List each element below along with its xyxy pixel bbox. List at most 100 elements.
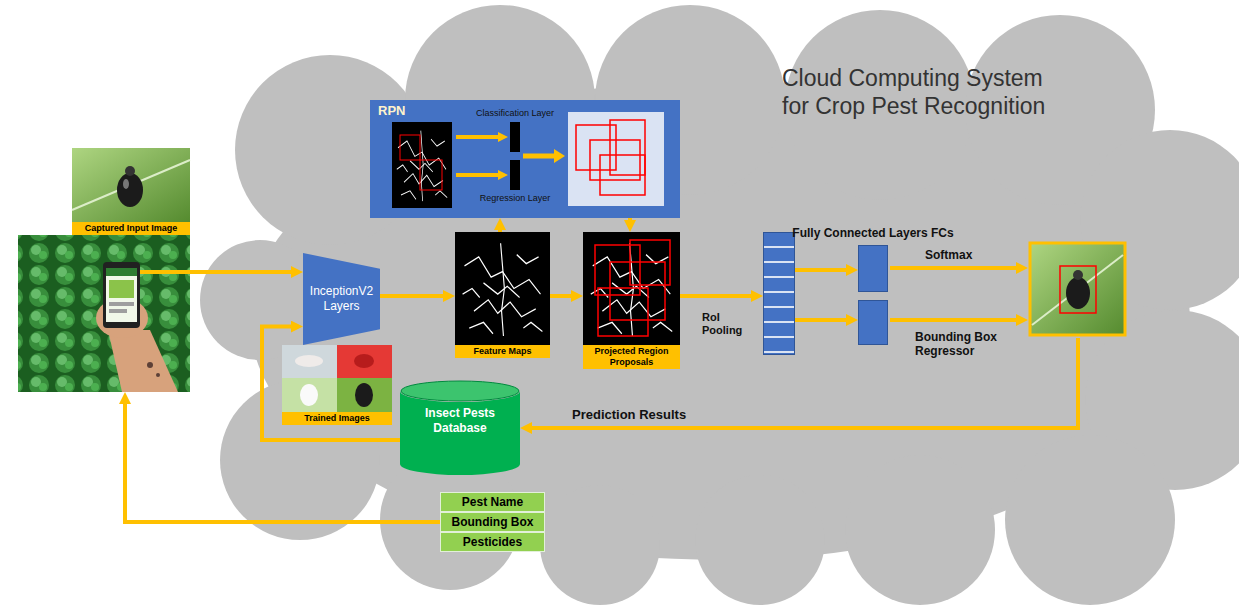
rpn-illustration-part bbox=[568, 112, 664, 206]
image-node: Feature Maps bbox=[455, 232, 550, 358]
phone-photo-part bbox=[106, 268, 137, 322]
layer-label: Classification Layer bbox=[460, 108, 570, 119]
region-proposal-image-part bbox=[610, 262, 665, 320]
captured-photo-part bbox=[72, 148, 190, 222]
image-node: Captured Input Image bbox=[72, 148, 190, 235]
rpn-illustration-part bbox=[498, 170, 508, 180]
rpn-illustration-part bbox=[600, 155, 645, 195]
phone-photo-part bbox=[106, 268, 137, 276]
flow-arrow-part bbox=[140, 270, 293, 274]
rpn-illustration-part bbox=[554, 149, 565, 163]
layer-bar bbox=[510, 160, 520, 190]
output-image-part bbox=[1060, 266, 1096, 313]
result-field-box: Pest Name bbox=[440, 492, 545, 512]
diagram-title: Cloud Computing System for Crop Pest Rec… bbox=[782, 64, 1122, 120]
fc-layers: Fully Connected Layers FCs bbox=[858, 245, 888, 345]
flow-arrow-part bbox=[1016, 314, 1028, 326]
layer-label: Regression Layer bbox=[460, 193, 570, 204]
rpn-illustration-part bbox=[420, 160, 442, 190]
roi-pooling-column: RoI Pooling bbox=[763, 232, 795, 355]
output-image-part bbox=[1073, 270, 1083, 280]
flow-connector bbox=[550, 294, 577, 298]
output-image-part bbox=[1032, 255, 1123, 325]
rpn-illustration-part bbox=[400, 135, 420, 160]
network-layers: InceptionV2 Layers bbox=[303, 253, 380, 345]
flow-arrow bbox=[119, 262, 1078, 522]
column-label: RoI Pooling bbox=[702, 311, 756, 337]
flow-arrow-part bbox=[119, 392, 131, 404]
cloud-part bbox=[845, 455, 995, 605]
rpn-illustration-part bbox=[456, 173, 500, 177]
region-proposal-image-part bbox=[591, 243, 672, 336]
region-proposal-image-part bbox=[598, 288, 648, 336]
result-field-box: Bounding Box bbox=[440, 512, 545, 532]
flow-connector bbox=[795, 268, 852, 272]
image-node: Projected Region Proposals bbox=[583, 232, 680, 369]
captured-photo bbox=[72, 148, 190, 222]
region-proposal-image bbox=[583, 232, 680, 345]
trained-images-collage-part bbox=[337, 378, 392, 412]
phone-photo-part bbox=[108, 330, 178, 392]
image-node: Trained Images bbox=[282, 345, 392, 425]
layer-label: InceptionV2 Layers bbox=[306, 284, 377, 314]
output-image-part bbox=[1030, 243, 1125, 335]
phone-photo-part bbox=[109, 302, 134, 306]
feature-map-image-part bbox=[455, 232, 550, 345]
flow-connector bbox=[380, 294, 449, 298]
image-caption: Feature Maps bbox=[455, 345, 550, 358]
phone-photo-part bbox=[147, 362, 153, 368]
cloud-part bbox=[695, 475, 825, 605]
layer-bar bbox=[510, 122, 520, 152]
column-label: Fully Connected Layers FCs bbox=[788, 226, 958, 240]
phone-photo-part bbox=[109, 309, 127, 313]
flow-connector bbox=[498, 224, 502, 232]
phone-photo-part bbox=[18, 235, 190, 392]
output-image bbox=[1030, 243, 1125, 335]
region-proposal-image-part bbox=[630, 240, 670, 285]
label-holder: Fully Connected Layers FCs bbox=[788, 226, 958, 240]
arrow-label: Bounding Box Regressor bbox=[915, 330, 1025, 358]
image-caption: Projected Region Proposals bbox=[583, 345, 680, 369]
field-label: Bounding Box bbox=[441, 513, 544, 531]
phone-photo-part bbox=[156, 373, 160, 377]
rpn-illustration-part bbox=[397, 131, 447, 202]
flow-connector bbox=[795, 318, 852, 322]
captured-photo-part bbox=[125, 166, 135, 176]
box-heading: RPN bbox=[370, 100, 405, 118]
phone-photo-part bbox=[103, 262, 140, 328]
cylinder-shape bbox=[400, 391, 520, 475]
flow-connector bbox=[628, 218, 632, 226]
layer-node: Classification Layer bbox=[460, 108, 570, 152]
rpn-illustration-part bbox=[576, 120, 645, 195]
rpn-illustration-part bbox=[456, 135, 500, 139]
image-caption: Trained Images bbox=[282, 412, 392, 425]
database-label: Insect Pests Database bbox=[408, 406, 512, 436]
trained-images-collage-part bbox=[295, 355, 323, 367]
flow-connector bbox=[680, 294, 757, 298]
trained-images-collage-part bbox=[282, 378, 337, 412]
flow-connector bbox=[262, 327, 400, 440]
captured-photo-part bbox=[72, 160, 190, 210]
phone-photo-part bbox=[109, 280, 134, 298]
image-caption: Captured Input Image bbox=[72, 222, 190, 235]
fc-layer-box bbox=[858, 300, 888, 345]
layer-node: Regression Layer bbox=[460, 160, 570, 204]
rpn-illustration-part bbox=[392, 122, 452, 208]
rpn-illustration-part bbox=[400, 135, 442, 190]
feature-map-image bbox=[455, 232, 550, 345]
trained-images-collage-part bbox=[282, 345, 337, 378]
trained-images-collage-part bbox=[337, 345, 392, 378]
result-field-box: Pesticides bbox=[440, 532, 545, 552]
rpn-illustration-part bbox=[610, 120, 645, 175]
fc-layer-box bbox=[858, 245, 888, 292]
output-image-part bbox=[1066, 277, 1090, 309]
trained-images-collage-part bbox=[354, 354, 374, 368]
trained-images-collage-part bbox=[355, 383, 373, 407]
arrow-label: Prediction Results bbox=[572, 408, 686, 422]
rpn-illustration-part bbox=[523, 154, 556, 159]
field-label: Pesticides bbox=[441, 533, 544, 551]
region-proposal-image-part bbox=[595, 240, 670, 336]
